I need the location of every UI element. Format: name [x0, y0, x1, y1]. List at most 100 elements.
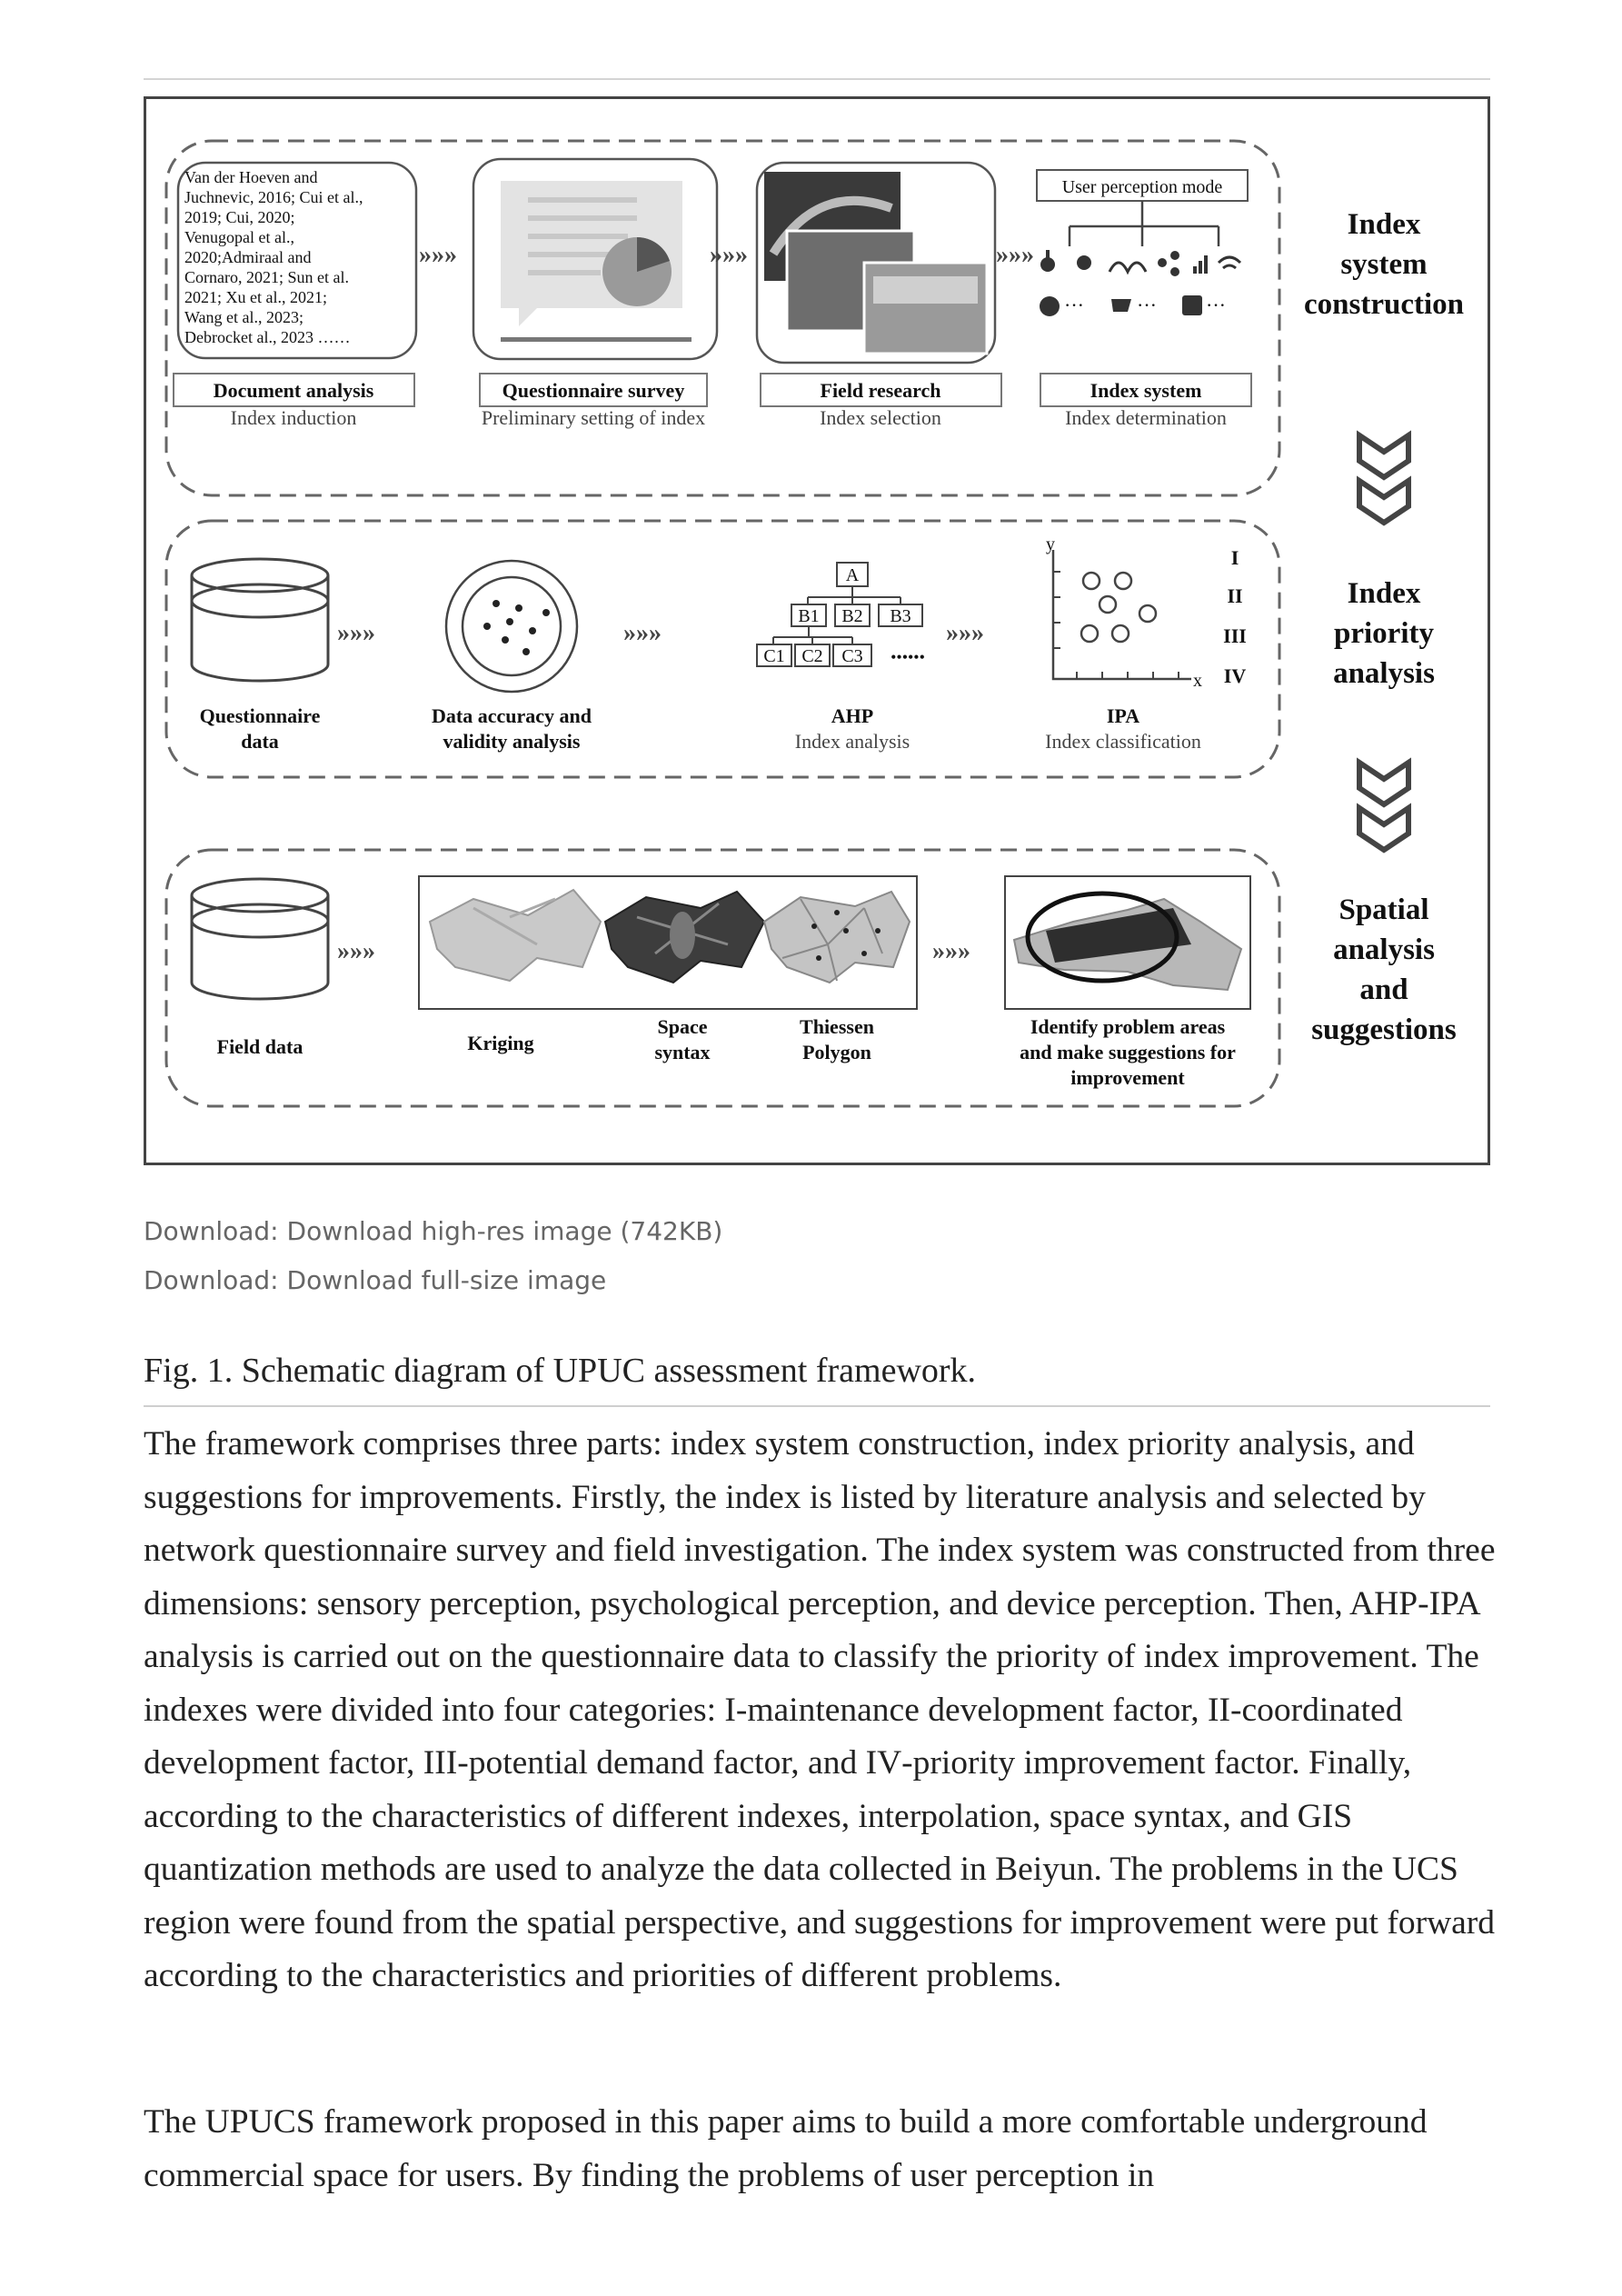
- ahp-node: C2: [801, 646, 822, 666]
- arrow-icon: »»»: [710, 241, 748, 269]
- ipa-quadrant-label: I: [1231, 546, 1239, 569]
- chevron-down-icon: [1359, 763, 1408, 850]
- side-label-line: Index: [1348, 577, 1421, 610]
- side-label-line: construction: [1304, 288, 1464, 321]
- roman-numeral: II: [1208, 1692, 1230, 1729]
- body-paragraph-1: The framework comprises three parts: ind…: [144, 1418, 1498, 2003]
- svg-text:···: ···: [1206, 294, 1226, 316]
- step-label: Document analysis: [214, 379, 374, 402]
- download-high-res: Download: Download high-res image (742KB…: [144, 1216, 722, 1246]
- ref-line: Juchnevic, 2016; Cui et al.,: [184, 188, 363, 206]
- arrow-icon: »»»: [419, 241, 457, 269]
- ahp-node: B1: [798, 606, 819, 626]
- step-label: Index system: [1090, 379, 1202, 402]
- download-full-size-link[interactable]: Download full-size image: [287, 1265, 607, 1295]
- step-label: Polygon: [802, 1041, 871, 1063]
- step-label: improvement: [1070, 1066, 1185, 1089]
- field-photos-icon: [764, 172, 987, 354]
- step-label: and make suggestions for: [1020, 1041, 1236, 1063]
- ipa-quadrant-label: IV: [1224, 664, 1247, 687]
- step-label: Field research: [821, 379, 941, 402]
- ahp-node: C1: [763, 646, 784, 666]
- ref-line: Debrocket al., 2023 ……: [184, 328, 350, 346]
- arrow-icon: »»»: [623, 619, 662, 647]
- download-full-size: Download: Download full-size image: [144, 1265, 606, 1295]
- step-label: Kriging: [467, 1032, 533, 1054]
- target-scatter-icon: [446, 561, 577, 692]
- ipa-quadrant-plot: y x I II III IV: [1046, 534, 1247, 691]
- user-perception-mode-label: User perception mode: [1062, 177, 1223, 197]
- ahp-node: C3: [841, 646, 862, 666]
- figure-caption: Fig. 1. Schematic diagram of UPUC assess…: [144, 1351, 1490, 1407]
- side-label-line: Spatial: [1338, 893, 1428, 926]
- step-sublabel: Index analysis: [795, 730, 910, 753]
- arrow-icon: »»»: [946, 619, 984, 647]
- download-prefix: Download:: [144, 1216, 287, 1246]
- arrow-icon: »»»: [337, 619, 375, 647]
- ipa-quadrant-label: II: [1227, 584, 1242, 607]
- side-label-line: system: [1340, 248, 1427, 281]
- step-label: Data accuracy and: [432, 704, 592, 727]
- side-label-line: analysis: [1333, 933, 1435, 966]
- framework-diagram: Van der Hoeven and Juchnevic, 2016; Cui …: [146, 99, 1488, 1163]
- step-sublabel: Index induction: [231, 406, 357, 429]
- tree-connector: [1070, 201, 1219, 246]
- step-label: Field data: [217, 1035, 304, 1058]
- side-label-index-system-construction: Index system construction: [1304, 208, 1464, 321]
- top-divider: [144, 78, 1490, 80]
- arrow-icon: »»»: [932, 937, 970, 965]
- arrow-icon: »»»: [337, 937, 375, 965]
- step-sublabel: Index determination: [1065, 406, 1227, 429]
- chevron-down-icon: [1359, 435, 1408, 523]
- ref-line: 2020;Admiraal and: [184, 248, 311, 266]
- database-icon: [192, 879, 328, 999]
- step-label: Questionnaire survey: [503, 379, 685, 402]
- svg-text:···: ···: [1064, 294, 1084, 316]
- ref-line: 2019; Cui, 2020;: [184, 208, 295, 226]
- ipa-axis-y: y: [1046, 534, 1055, 554]
- roman-numeral: IV: [866, 1744, 902, 1782]
- ref-line: Venugopal et al.,: [184, 228, 294, 246]
- step-label: Space: [658, 1015, 708, 1038]
- space-syntax-map: [605, 892, 764, 983]
- side-label-line: Index: [1348, 208, 1421, 241]
- ref-line: Van der Hoeven and: [184, 168, 317, 186]
- ref-line: Cornaro, 2021; Sun et al.: [184, 268, 349, 286]
- side-label-spatial-analysis-and-suggestions: Spatial analysis and suggestions: [1311, 893, 1457, 1046]
- body-paragraph-2: The UPUCS framework proposed in this pap…: [144, 2096, 1498, 2202]
- side-label-line: priority: [1334, 617, 1434, 650]
- svg-text:···: ···: [1137, 294, 1157, 316]
- side-label-line: and: [1359, 973, 1408, 1006]
- ahp-node: A: [846, 565, 860, 585]
- para-text: -maintenance development factor,: [736, 1692, 1208, 1729]
- questionnaire-icon: [501, 181, 692, 342]
- step-label: validity analysis: [443, 730, 581, 753]
- database-icon: [192, 559, 328, 681]
- side-label-index-priority-analysis: Index priority analysis: [1333, 577, 1435, 690]
- para-text: -potential demand factor, and: [457, 1744, 865, 1782]
- step-label: syntax: [654, 1041, 710, 1063]
- side-label-line: suggestions: [1311, 1013, 1457, 1046]
- step-sublabel: Index selection: [820, 406, 941, 429]
- side-label-line: analysis: [1333, 657, 1435, 690]
- roman-numeral: I: [724, 1692, 736, 1729]
- ref-line: Wang et al., 2023;: [184, 308, 304, 326]
- download-prefix: Download:: [144, 1265, 287, 1295]
- ahp-node: B3: [890, 606, 911, 626]
- ahp-dots: ••••••: [891, 648, 925, 666]
- problem-area-map: [1014, 893, 1241, 990]
- framework-figure: Van der Hoeven and Juchnevic, 2016; Cui …: [144, 96, 1490, 1165]
- download-high-res-link[interactable]: Download high-res image (742KB): [287, 1216, 723, 1246]
- ahp-hierarchy: A B1 B2 B3 C1 C2 C3 ••••••: [757, 563, 925, 666]
- step-label: Questionnaire: [200, 704, 321, 727]
- ref-line: 2021; Xu et al., 2021;: [184, 288, 327, 306]
- step-sublabel: Index classification: [1045, 730, 1201, 753]
- step-label: Thiessen: [800, 1015, 874, 1038]
- kriging-map: [430, 890, 601, 981]
- roman-numeral: III: [423, 1744, 457, 1782]
- para-text: The framework comprises three parts: ind…: [144, 1425, 1495, 1729]
- thiessen-polygon-map: [764, 892, 910, 983]
- step-label: IPA: [1107, 704, 1139, 727]
- ipa-axis-x: x: [1193, 671, 1202, 691]
- para-text: -priority improvement factor. Finally, a…: [144, 1744, 1495, 1994]
